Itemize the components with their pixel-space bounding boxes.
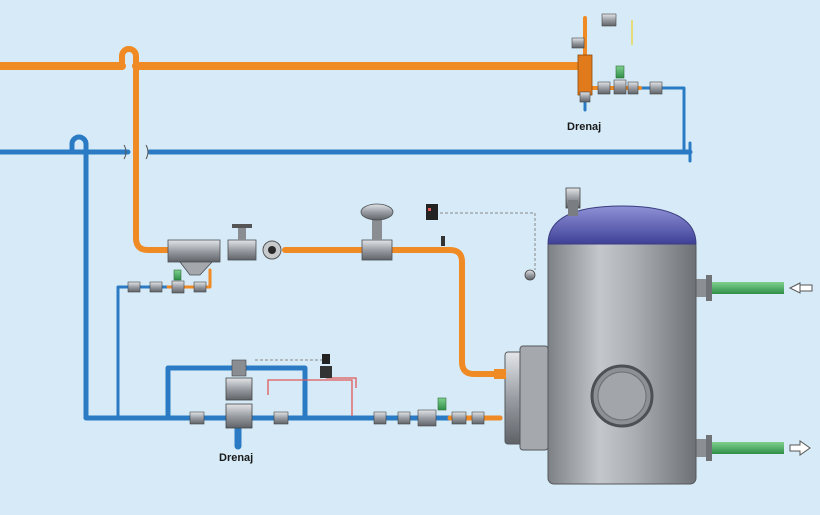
steam-trap-small[interactable] bbox=[524, 269, 536, 281]
drain-label-bottom: Drenaj bbox=[219, 452, 253, 464]
water-loop-drop bbox=[69, 134, 198, 421]
top-separator[interactable] bbox=[571, 13, 617, 96]
steam-inlet-stub bbox=[494, 369, 506, 379]
vessel-nozzle-ring-inner bbox=[519, 345, 549, 451]
temperature-probe bbox=[441, 236, 445, 246]
bypass-valves-left[interactable] bbox=[127, 269, 207, 294]
level-switch[interactable] bbox=[320, 354, 332, 378]
steam-sight-glass bbox=[262, 240, 282, 260]
steam-control-valve[interactable] bbox=[360, 203, 394, 261]
flange-upper-inner bbox=[696, 279, 706, 297]
arrow-left-outline-icon bbox=[788, 282, 813, 294]
water-bypass-left bbox=[116, 285, 170, 420]
vessel-body bbox=[547, 239, 697, 485]
steam-loop-drop bbox=[119, 46, 171, 253]
storage-vessel bbox=[494, 187, 697, 485]
drain-label-top: Drenaj bbox=[567, 121, 601, 133]
controller-box[interactable] bbox=[426, 204, 438, 220]
signal-lines bbox=[255, 20, 633, 416]
water-top-return bbox=[638, 86, 686, 154]
flange-lower-inner bbox=[696, 439, 706, 457]
lower-control-valve[interactable] bbox=[225, 359, 253, 429]
red-signal-line-2 bbox=[326, 377, 357, 388]
flange-lower-outer bbox=[706, 435, 712, 461]
steam-main-line bbox=[282, 247, 508, 377]
control-dashed-line bbox=[440, 212, 536, 270]
vessel-manhole-inner bbox=[597, 371, 647, 421]
safety-valve[interactable] bbox=[565, 187, 581, 216]
steam-strainer[interactable] bbox=[167, 239, 221, 276]
break-marks bbox=[123, 144, 149, 160]
green-outlet-upper bbox=[712, 282, 784, 294]
flange-upper-outer bbox=[706, 275, 712, 301]
steam-gate-valve[interactable] bbox=[227, 224, 257, 261]
vessel-dome bbox=[547, 205, 697, 245]
green-outlet-lower bbox=[712, 442, 784, 454]
red-signal-line bbox=[267, 379, 353, 416]
outlet-lines bbox=[696, 275, 813, 461]
arrow-right-outline-icon bbox=[789, 440, 811, 456]
top-line-valves[interactable] bbox=[579, 65, 663, 103]
lower-line-valves[interactable] bbox=[189, 397, 485, 427]
